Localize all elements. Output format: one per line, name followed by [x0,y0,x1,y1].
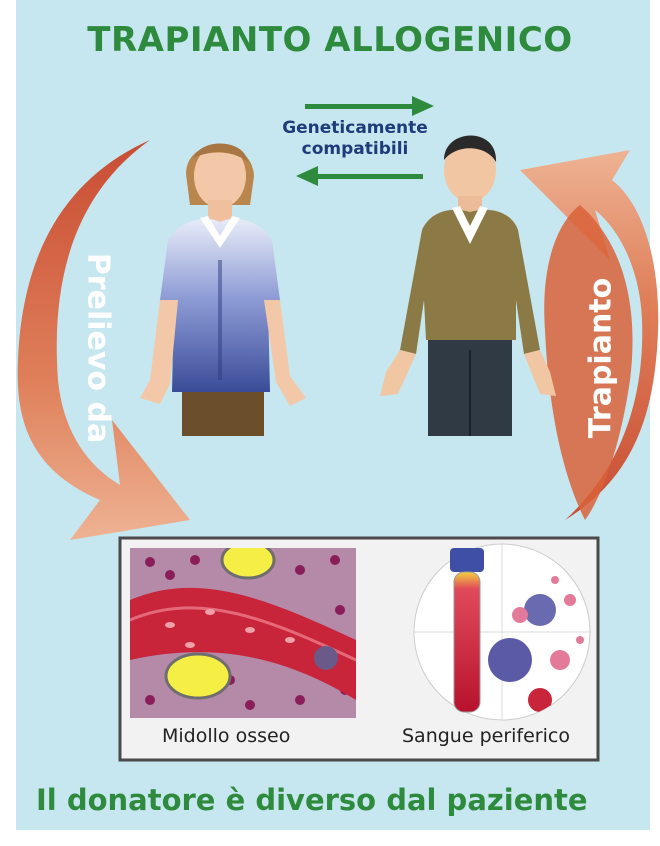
page-edge-right [650,0,660,846]
footer-caption: Il donatore è diverso dal paziente [36,783,656,817]
compatibility-label: Geneticamente compatibili [270,118,440,160]
bone-marrow-image [130,542,356,718]
right-arrow-label: Trapianto [584,278,619,439]
page-title: TRAPIANTO ALLOGENICO [0,20,660,60]
bottom-edge [0,830,660,846]
left-arrow-label: Prelievo da [81,253,116,443]
peripheral-blood-caption: Sangue periferico [402,725,570,747]
bone-marrow-caption: Midollo osseo [162,725,290,747]
compatibility-line-2: compatibili [270,139,440,160]
page-edge [0,0,16,846]
peripheral-blood-image [414,544,590,720]
compatibility-line-1: Geneticamente [270,118,440,139]
